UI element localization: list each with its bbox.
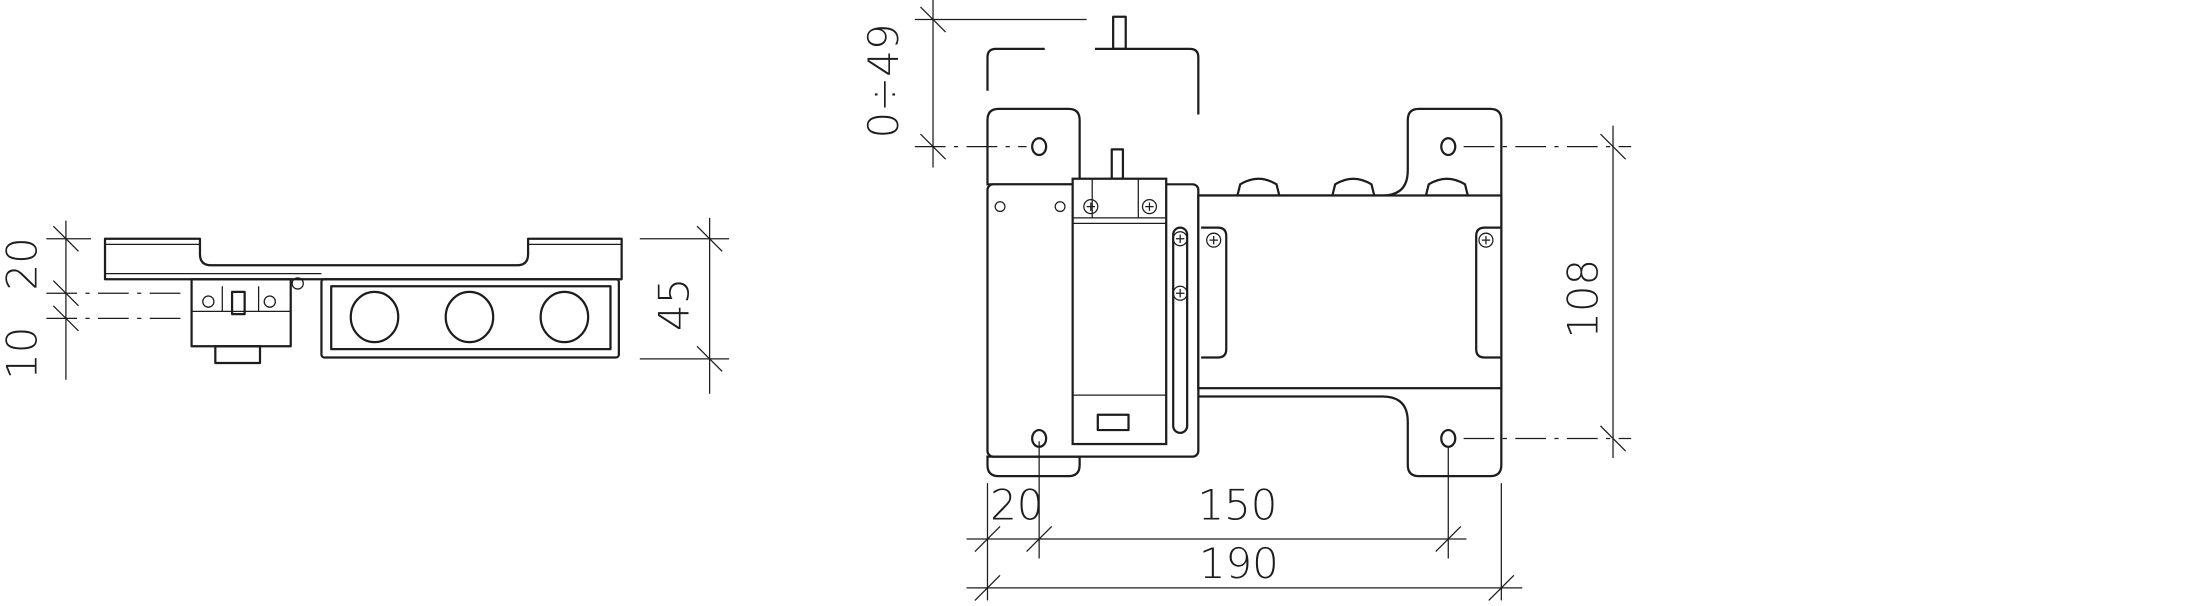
right-box — [1197, 194, 1503, 390]
top-plate — [103, 237, 623, 281]
dimension-label-hole-horizontal: 150 — [1197, 480, 1277, 529]
dimension-bottom: 20 150 190 — [966, 441, 1523, 601]
dimension-label-upper-offset: 20 — [0, 237, 47, 290]
dimension-label-depth: 45 — [650, 278, 699, 331]
dimension-label-overall-width: 190 — [1199, 539, 1279, 588]
screw-icon — [291, 277, 304, 290]
dimension-label-travel: 0÷49 — [859, 23, 908, 138]
dimension-label-edge-to-hole: 20 — [990, 480, 1043, 529]
front-view: 0÷49 108 20 150 190 — [859, 0, 1632, 601]
screw-icon — [263, 295, 276, 308]
switch-block — [190, 277, 304, 365]
screw-icon — [1083, 199, 1494, 301]
mounting-hole-icon — [1031, 137, 1457, 448]
slot — [1172, 226, 1189, 434]
side-view: 20 10 45 — [0, 217, 730, 394]
dimension-left: 20 10 — [0, 220, 189, 380]
dimension-label-hole-vertical: 108 — [1559, 259, 1608, 339]
screw-icon — [202, 295, 215, 308]
left-mounting-plate — [986, 107, 1081, 186]
dimension-depth: 45 — [639, 217, 730, 394]
socket-box — [320, 278, 620, 359]
dimension-label-lower-offset: 10 — [0, 327, 47, 380]
dimension-travel: 0÷49 — [859, 0, 1087, 168]
switch — [1071, 148, 1168, 446]
dimension-hole-vertical: 108 — [1463, 125, 1632, 458]
